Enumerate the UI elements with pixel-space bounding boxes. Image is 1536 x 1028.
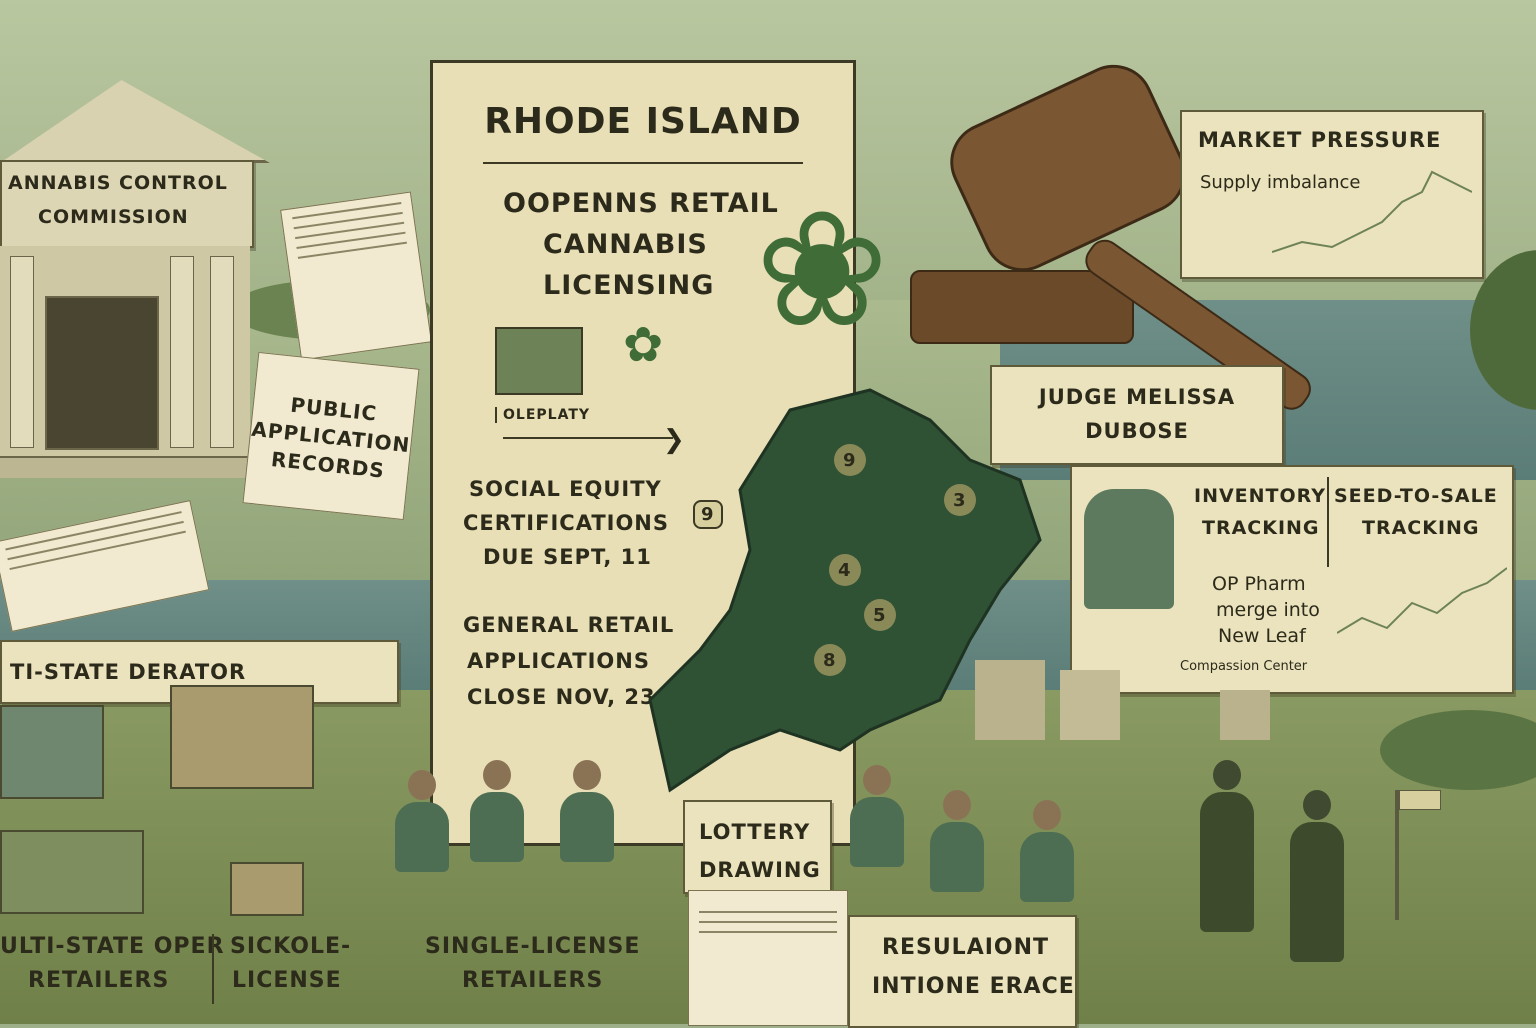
tracking-right-2: TRACKING bbox=[1362, 517, 1480, 539]
leaf-icon: ✿ bbox=[623, 317, 664, 373]
tracking-note-1: OP Pharm bbox=[1212, 573, 1306, 595]
arrow-icon: ❯ bbox=[663, 425, 685, 455]
multi-state-line-1: ULTI-STATE OPER bbox=[0, 934, 225, 959]
document-paper bbox=[280, 191, 432, 361]
deadline-1-line-1: SOCIAL EQUITY bbox=[469, 477, 662, 501]
operator-label: TI-STATE DERATOR bbox=[10, 660, 247, 684]
tracking-right-1: SEED-TO-SALE bbox=[1334, 485, 1498, 507]
map-marker bbox=[944, 484, 976, 516]
lottery-line-1: LOTTERY bbox=[699, 820, 811, 844]
result-panel: RESULAIONT INTIONE ERACE bbox=[848, 915, 1077, 1028]
commission-line-1: ANNABIS CONTROL bbox=[8, 172, 228, 194]
person-figure bbox=[470, 760, 524, 862]
city-building bbox=[975, 660, 1045, 740]
arrow-line bbox=[503, 437, 673, 439]
map-number: 3 bbox=[953, 490, 967, 511]
map-marker bbox=[864, 599, 896, 631]
multi-state-line-2: RETAILERS bbox=[28, 968, 170, 993]
market-title: MARKET PRESSURE bbox=[1198, 128, 1442, 152]
deadline-2-line-3: CLOSE NOV, 23 bbox=[467, 685, 656, 709]
lottery-paper bbox=[688, 890, 848, 1026]
map-number: 9 bbox=[843, 450, 857, 471]
deadline-1-line-2: CERTIFICATIONS bbox=[463, 511, 670, 535]
deadline-2-line-1: GENERAL RETAIL bbox=[463, 613, 675, 637]
person-figure bbox=[930, 790, 984, 892]
tracking-panel: INVENTORY TRACKING SEED-TO-SALE TRACKING… bbox=[1070, 465, 1514, 694]
result-line-1: RESULAIONT bbox=[882, 935, 1050, 960]
tracking-divider bbox=[1327, 477, 1329, 567]
tracking-note-4: Compassion Center bbox=[1180, 659, 1308, 674]
tree-line bbox=[1380, 710, 1536, 790]
city-building bbox=[1060, 670, 1120, 740]
lottery-line-2: DRAWING bbox=[699, 858, 821, 882]
sickole-line-2: LICENSE bbox=[232, 968, 342, 993]
market-subtitle: Supply imbalance bbox=[1200, 172, 1361, 193]
person-figure bbox=[1020, 800, 1074, 902]
public-records-card: PUBLIC APPLICATION RECORDS bbox=[242, 351, 420, 521]
column bbox=[170, 256, 194, 448]
lottery-panel: LOTTERY DRAWING bbox=[683, 800, 832, 894]
tracking-chart bbox=[1337, 567, 1507, 634]
label-divider bbox=[212, 934, 214, 1004]
judge-line-2: DUBOSE bbox=[1085, 419, 1189, 443]
store-building bbox=[170, 685, 314, 789]
map-marker bbox=[814, 644, 846, 676]
person-figure bbox=[1200, 760, 1254, 932]
building-facade bbox=[0, 246, 250, 456]
bottom-left-labels: ULTI-STATE OPER RETAILERS SICKOLE- LICEN… bbox=[0, 920, 400, 1024]
tracking-note-3: New Leaf bbox=[1218, 625, 1306, 647]
cannabis-leaf-icon: ❀ bbox=[755, 176, 890, 363]
headline-line-3: LICENSING bbox=[543, 270, 715, 301]
person-figure bbox=[1290, 790, 1344, 962]
building-steps bbox=[0, 456, 270, 478]
map-number: 4 bbox=[838, 560, 852, 581]
deadline-1-line-3: DUE SEPT, 11 bbox=[483, 545, 652, 569]
tracking-left-2: TRACKING bbox=[1202, 517, 1320, 539]
headline-line-2: CANNABIS bbox=[543, 229, 708, 260]
commission-line-2: COMMISSION bbox=[38, 206, 189, 228]
single-license-line-2: RETAILERS bbox=[462, 968, 604, 993]
signpost-board bbox=[1399, 790, 1441, 810]
building-door bbox=[45, 296, 159, 450]
map-marker bbox=[834, 444, 866, 476]
title-divider bbox=[483, 162, 803, 164]
column bbox=[210, 256, 234, 448]
store-building bbox=[230, 862, 304, 916]
state-map bbox=[648, 388, 1042, 793]
map-number: 5 bbox=[873, 605, 887, 626]
commission-sign: ANNABIS CONTROL COMMISSION bbox=[0, 160, 254, 248]
map-shape bbox=[648, 388, 1042, 793]
judge-line-1: JUDGE MELISSA bbox=[1038, 385, 1236, 409]
map-marker bbox=[829, 554, 861, 586]
store-building bbox=[0, 830, 144, 914]
tracking-left-1: INVENTORY bbox=[1194, 485, 1327, 507]
small-label: OLEPLATY bbox=[495, 407, 590, 423]
person-figure bbox=[560, 760, 614, 862]
commission-building: ANNABIS CONTROL COMMISSION bbox=[0, 80, 270, 500]
map-number: 9 bbox=[693, 500, 723, 529]
single-license-line-1: SINGLE-LICENSE bbox=[425, 934, 641, 959]
deadline-2-line-2: APPLICATIONS bbox=[467, 649, 650, 673]
market-pressure-panel: MARKET PRESSURE Supply imbalance bbox=[1180, 110, 1484, 279]
signpost bbox=[1395, 790, 1399, 920]
map-number: 8 bbox=[823, 650, 837, 671]
sickole-line-1: SICKOLE- bbox=[230, 934, 352, 959]
market-sparkline bbox=[1272, 170, 1472, 253]
store-icon bbox=[495, 327, 583, 395]
person-figure bbox=[395, 770, 449, 872]
person-figure bbox=[850, 765, 904, 867]
tracking-note-2: merge into bbox=[1216, 599, 1320, 621]
judge-panel: JUDGE MELISSA DUBOSE bbox=[990, 365, 1284, 465]
headline-line-1: OOPENNS RETAIL bbox=[503, 188, 779, 219]
building-pediment bbox=[0, 80, 270, 163]
column bbox=[10, 256, 34, 448]
result-line-2: INTIONE ERACE bbox=[872, 974, 1075, 999]
state-title: RHODE ISLAND bbox=[484, 101, 802, 142]
city-building bbox=[1220, 690, 1270, 740]
store-building bbox=[0, 705, 104, 799]
worker-icon bbox=[1084, 489, 1174, 609]
gavel-block bbox=[910, 270, 1134, 344]
